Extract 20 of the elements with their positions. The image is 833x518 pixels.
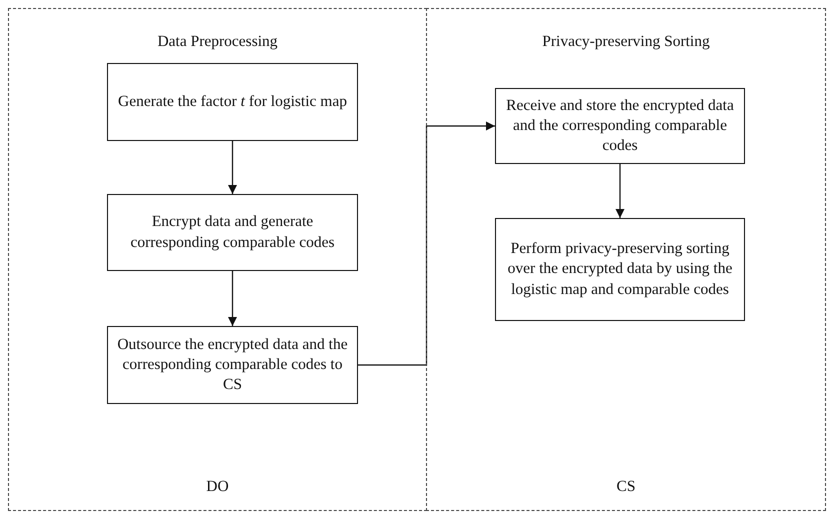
arrow [616,164,624,218]
arrow [358,122,495,366]
dashed-panel [8,8,427,511]
process-box [107,326,358,404]
panel-footer: DO [9,478,426,496]
process-box [495,218,745,321]
box-text: Receive and store the encrypted data and the corresponding comparable codes [505,96,735,156]
process-box [107,194,358,271]
process-box [107,63,358,141]
process-box [495,88,745,164]
box-text: Generate the factor t for logistic map [118,92,347,112]
box-text: Perform privacy-preserving sorting over the encrypted data by using the logistic map and comparable codes [506,239,734,300]
box-text: Encrypt data and generate corresponding comparable codes [129,212,336,252]
panel-heading: Data Preprocessing [156,33,279,51]
dashed-panel [426,8,826,511]
panel-heading: Privacy-preserving Sorting [541,33,711,51]
box-text: Outsource the encrypted data and the corresponding comparable codes to CS [116,334,349,396]
panel-footer: CS [427,478,825,496]
arrow [228,271,237,326]
arrow [228,141,237,194]
